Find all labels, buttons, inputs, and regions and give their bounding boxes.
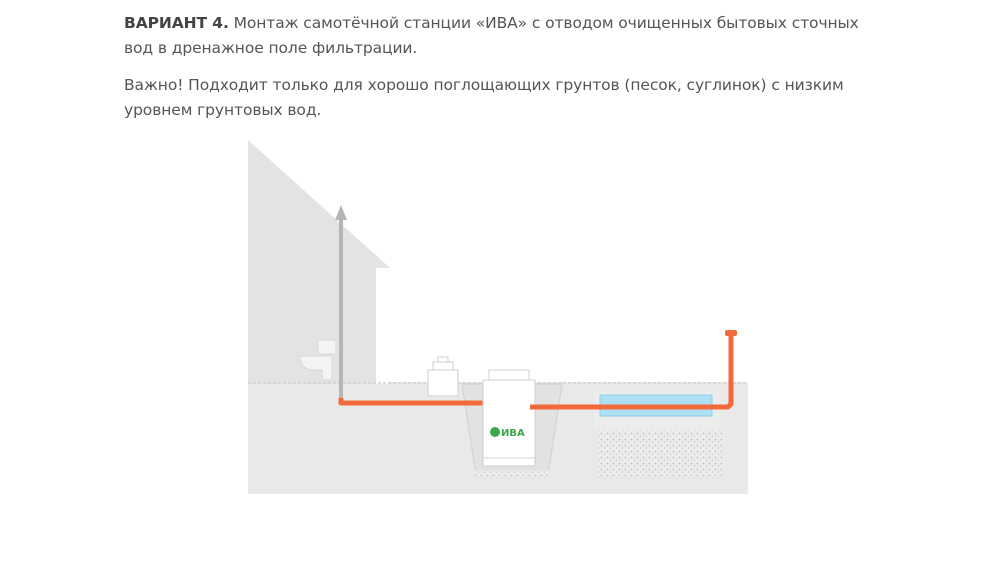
toilet-icon [299,339,337,381]
variant-label: ВАРИАНТ 4. [124,14,229,32]
gravel-bed [596,430,724,478]
variant-text: Монтаж самотёчной станции «ИВА» с отводо… [124,14,859,57]
vent-pipe [335,205,347,399]
outlet-pipe [530,334,734,410]
inspection-well [427,356,459,397]
station-logo-text: ИВА [501,428,525,439]
station-logo-icon [490,427,500,437]
variant-description: ВАРИАНТ 4. Монтаж самотёчной станции «ИВ… [124,11,884,61]
house-silhouette [248,140,390,384]
vent-cap [725,330,737,336]
vent-arrow-icon [335,205,347,220]
drain-field [594,392,724,478]
inlet-pipe [338,398,488,406]
important-note: Важно! Подходит только для хорошо поглощ… [124,76,844,119]
iva-station: ИВА [482,369,536,467]
